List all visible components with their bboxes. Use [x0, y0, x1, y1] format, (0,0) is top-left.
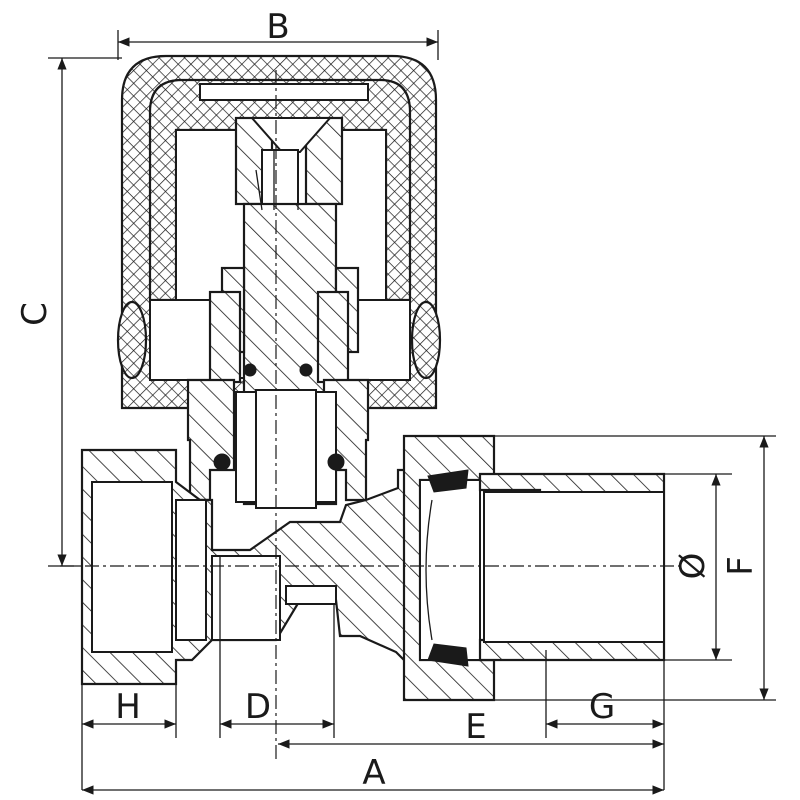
label-h: H [115, 687, 141, 727]
dimension-diameter: Ø [664, 473, 732, 661]
dimension-e: E [278, 660, 665, 790]
label-d: D [245, 687, 271, 727]
dimension-f: F [494, 435, 776, 701]
dimension-d: D [219, 556, 335, 738]
dimension-a: A [82, 753, 664, 795]
dimension-h: H [81, 684, 177, 790]
dimension-b: B [117, 7, 439, 60]
label-g: G [589, 687, 615, 727]
union-tailpiece [402, 434, 666, 702]
valve-body [80, 448, 410, 686]
bonnet [186, 378, 370, 503]
dimension-g: G [545, 650, 664, 738]
label-a: A [362, 753, 385, 793]
label-e: E [465, 707, 486, 747]
label-b: B [266, 7, 289, 47]
label-diameter: Ø [673, 553, 713, 580]
label-f: F [721, 556, 761, 576]
dimension-c: C [15, 57, 122, 567]
label-c: C [15, 302, 55, 326]
